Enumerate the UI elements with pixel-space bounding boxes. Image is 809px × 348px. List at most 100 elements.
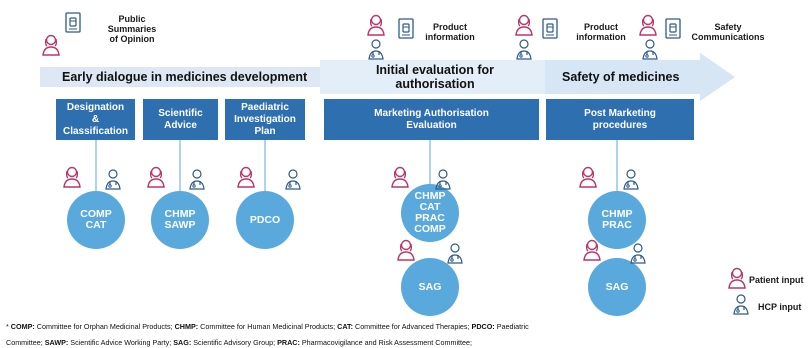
footnote-run: SAG: <box>173 338 192 347</box>
committee-sag-1: SAG <box>401 258 459 316</box>
box-designation-line3: Classification <box>62 125 129 137</box>
hcp-icon <box>642 39 658 60</box>
footnote-run: PDCO: <box>471 322 495 331</box>
label-public-l1: Public <box>118 14 146 24</box>
document-icon <box>398 18 414 39</box>
hcp-icon <box>435 169 451 190</box>
document-icon <box>65 12 81 33</box>
box-post-line2: procedures <box>592 119 648 131</box>
footnote-line-1: * COMP: Committee for Orphan Medicinal P… <box>6 322 529 331</box>
label-product-info-1: Product information <box>420 22 480 42</box>
footnote-run: Committee for Advanced Therapies; <box>353 322 472 331</box>
patient-icon <box>728 267 746 289</box>
footnote-run: Scientific Advice Working Party; <box>68 338 174 347</box>
committee-comp-cat-l1: COMP <box>80 208 112 220</box>
box-scientific-advice: Scientific Advice <box>143 99 218 140</box>
footnote-run: COMP: <box>10 322 35 331</box>
committee-comp-cat-l2: CAT <box>85 219 107 231</box>
committee-chmp-cat-prac-comp: CHMP CAT PRAC COMP <box>401 184 459 242</box>
document-icon <box>542 18 558 39</box>
patient-icon <box>147 166 165 188</box>
box-paediatric-line3: Plan <box>254 125 276 137</box>
box-paediatric-line1: Paediatric <box>241 101 289 113</box>
footnote-run: * <box>6 322 11 331</box>
label-safety-communications: Safety Communications <box>688 22 768 42</box>
label-safety-l2: Communications <box>691 32 765 42</box>
footnote-run: Paediatric <box>494 322 529 331</box>
box-paediatric-plan: Paediatric Investigation Plan <box>225 99 305 140</box>
hcp-icon <box>623 169 639 190</box>
committee-sag-2: SAG <box>588 258 646 316</box>
label-public-l3: of Opinion <box>109 34 155 44</box>
stage-initial-line1: Initial evaluation for <box>375 63 495 77</box>
box-ma-evaluation: Marketing Authorisation Evaluation <box>324 99 539 140</box>
hcp-icon <box>733 294 749 315</box>
hcp-icon <box>105 169 121 190</box>
label-product2-l2: information <box>576 32 626 42</box>
committee-sag-2-l1: SAG <box>605 280 629 293</box>
committee-ccpc-l1: CHMP <box>414 190 446 202</box>
committee-ccpc-l2: CAT <box>419 201 441 213</box>
footnote-line-2: Committee; SAWP: Scientific Advice Worki… <box>6 338 472 347</box>
stage-initial-evaluation: Initial evaluation for authorisation <box>345 62 525 92</box>
box-scientific-line1: Scientific <box>158 107 203 119</box>
footnote-run: Pharmacovigilance and Risk Assessment Co… <box>299 338 473 347</box>
committee-ccpc-l3: PRAC <box>415 212 445 224</box>
footnote-run: Committee; <box>6 338 45 347</box>
hcp-icon <box>368 39 384 60</box>
box-designation-line1: Designation <box>66 101 125 113</box>
stage-early-dialogue: Early dialogue in medicines development <box>62 70 308 84</box>
label-public-l2: Summaries <box>107 24 157 34</box>
footnote-run: Scientific Advisory Group; <box>191 338 278 347</box>
hcp-icon <box>447 243 463 264</box>
footnote-run: CAT: <box>337 322 353 331</box>
patient-icon <box>397 239 415 261</box>
box-designation-classification: Designation & Classification <box>56 99 135 140</box>
label-product-info-2: Product information <box>571 22 631 42</box>
footnote-run: Committee for Orphan Medicinal Products; <box>34 322 175 331</box>
label-product1-l2: information <box>425 32 475 42</box>
footnote-run: SAWP: <box>44 338 69 347</box>
committee-pdco-l1: PDCO <box>249 213 281 226</box>
committee-pdco: PDCO <box>236 191 294 249</box>
patient-icon <box>391 166 409 188</box>
patient-icon <box>515 14 533 36</box>
patient-icon <box>42 34 60 56</box>
committee-chmp-prac-l2: PRAC <box>602 219 632 231</box>
stage-safety: Safety of medicines <box>562 70 680 84</box>
patient-icon <box>237 166 255 188</box>
patient-icon <box>583 239 601 261</box>
box-post-marketing: Post Marketing procedures <box>546 99 694 140</box>
committee-chmp-sawp: CHMP SAWP <box>151 191 209 249</box>
document-icon <box>665 18 681 39</box>
label-product1-l1: Product <box>432 22 467 32</box>
hcp-icon <box>630 243 646 264</box>
box-scientific-line2: Advice <box>164 119 197 131</box>
hcp-icon <box>285 169 301 190</box>
box-ma-line2: Evaluation <box>406 119 457 131</box>
label-safety-l1: Safety <box>714 22 742 32</box>
patient-icon <box>367 14 385 36</box>
patient-icon <box>63 166 81 188</box>
footnote-run: CHMP: <box>174 322 199 331</box>
committee-ccpc-l4: COMP <box>414 223 446 235</box>
label-product2-l1: Product <box>583 22 618 32</box>
committee-chmp-sawp-l1: CHMP <box>164 208 196 220</box>
committee-chmp-prac-l1: CHMP <box>601 208 633 220</box>
committee-comp-cat: COMP CAT <box>67 191 125 249</box>
hcp-icon <box>189 169 205 190</box>
box-paediatric-line2: Investigation <box>234 113 296 125</box>
committee-chmp-prac: CHMP PRAC <box>588 191 646 249</box>
patient-icon <box>579 166 597 188</box>
legend-patient-label: Patient input <box>749 275 804 285</box>
box-designation-line2: & <box>91 113 100 125</box>
footnote-run: Committee for Human Medicinal Products; <box>198 322 338 331</box>
committee-chmp-sawp-l2: SAWP <box>164 219 196 231</box>
legend-hcp-label: HCP input <box>758 302 802 312</box>
patient-icon <box>639 14 657 36</box>
label-public-summaries: Public Summaries of Opinion <box>106 14 158 44</box>
hcp-icon <box>516 39 532 60</box>
committee-sag-1-l1: SAG <box>418 280 442 293</box>
box-ma-line1: Marketing Authorisation <box>374 107 489 119</box>
